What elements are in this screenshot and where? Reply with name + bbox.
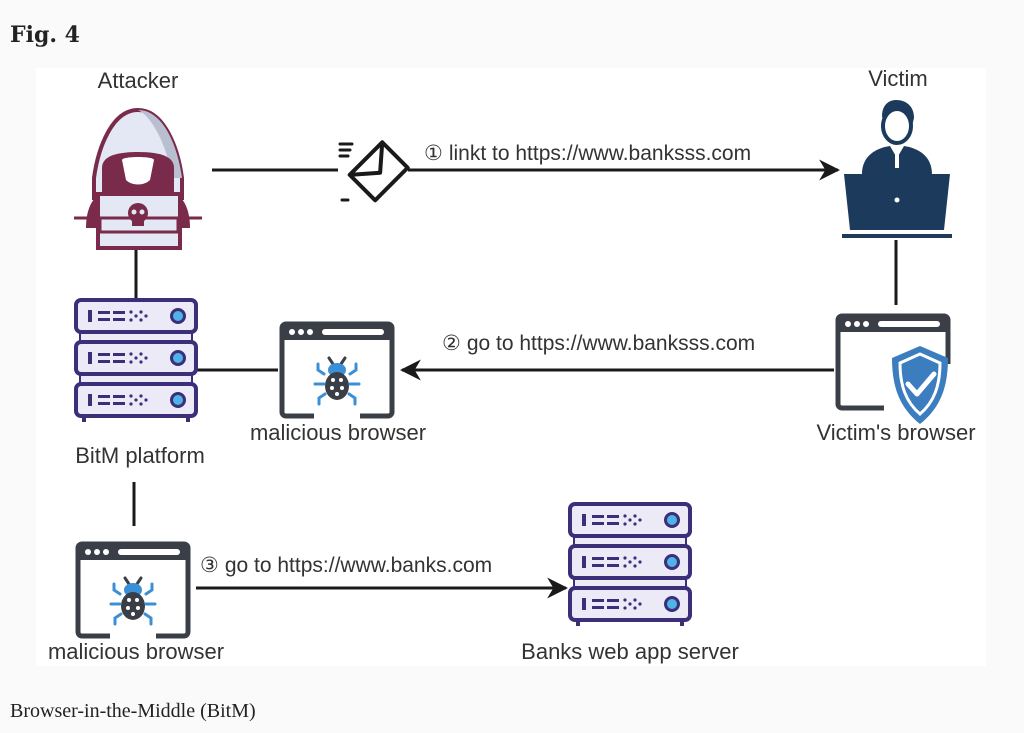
shield-check-icon [892, 346, 948, 424]
figure-caption: Browser-in-the-Middle (BitM) [10, 700, 256, 722]
malicious-browser-bottom-icon [78, 544, 188, 640]
victim-label: Victim [868, 66, 928, 91]
bitm-platform-label: BitM platform [75, 443, 205, 468]
malicious-browser-bottom-label: malicious browser [48, 639, 224, 664]
figure-title: Fig. 4 [10, 22, 80, 48]
attacker-label: Attacker [98, 68, 179, 93]
email-icon [338, 140, 410, 203]
victim-browser-label: Victim's browser [816, 420, 975, 445]
bank-server-label: Banks web app server [521, 639, 739, 664]
malicious-browser-top-label: malicious browser [250, 420, 426, 445]
bitm-platform-server-icon [76, 300, 196, 422]
malicious-browser-top-icon [282, 324, 392, 420]
hooded-hacker-icon [74, 107, 202, 250]
bank-server-icon [570, 504, 690, 626]
victim-browser-icon [838, 316, 954, 424]
user-laptop-icon [842, 100, 952, 238]
